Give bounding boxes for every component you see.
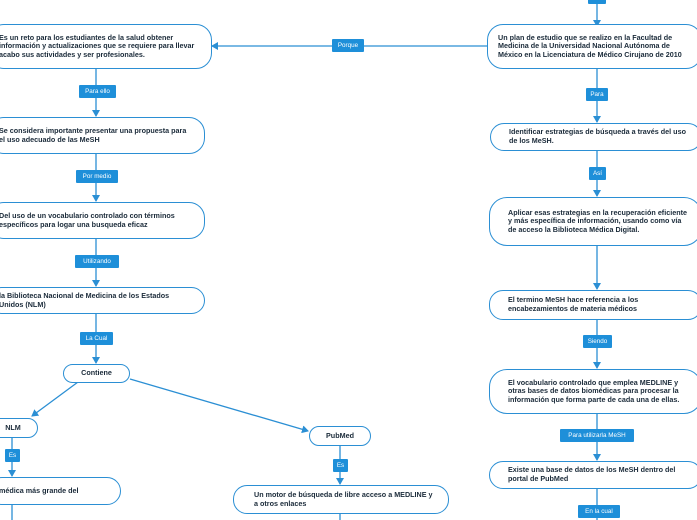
node-motor[interactable]: Un motor de búsqueda de libre acceso a M… [233, 485, 449, 514]
label-en-la-cual[interactable]: En la cual [578, 505, 620, 518]
node-pubmed[interactable]: PubMed [309, 426, 371, 446]
node-vocabulario[interactable]: Del uso de un vocabulario controlado con… [0, 202, 205, 239]
label-utilizando[interactable]: Utilizando [75, 255, 119, 268]
node-aplicar[interactable]: Aplicar esas estrategias en la recuperac… [489, 197, 697, 246]
label-es-nlm[interactable]: Es [5, 449, 20, 462]
label-para-utilizarla[interactable]: Para utilizarla MeSH [560, 429, 634, 442]
node-propuesta[interactable]: Se considera importante presentar una pr… [0, 117, 205, 154]
node-plan-estudio[interactable]: Un plan de estudio que se realizo en la … [487, 24, 697, 69]
node-termino[interactable]: El termino MeSH hace referencia a los en… [489, 290, 697, 320]
label-asi[interactable]: Así [589, 167, 606, 180]
label-para-ello[interactable]: Para ello [79, 85, 116, 98]
label-por-medio[interactable]: Por medio [76, 170, 118, 183]
node-biblioteca[interactable]: la Biblioteca Nacional de Medicina de lo… [0, 287, 205, 314]
node-reto[interactable]: Es un reto para los estudiantes de la sa… [0, 24, 212, 69]
node-medica[interactable]: médica más grande del [0, 477, 121, 505]
node-identificar[interactable]: Identificar estrategias de búsqueda a tr… [490, 123, 697, 151]
node-contiene[interactable]: Contiene [63, 364, 130, 383]
top-stub-label [588, 0, 606, 4]
node-existe[interactable]: Existe una base de datos de los MeSH den… [489, 461, 697, 489]
label-siendo[interactable]: Siendo [583, 335, 612, 348]
label-para[interactable]: Para [586, 88, 608, 101]
label-la-cual[interactable]: La Cual [80, 332, 113, 345]
label-porque[interactable]: Porque [332, 39, 364, 52]
node-nlm[interactable]: NLM [0, 418, 38, 438]
node-vocab-medline[interactable]: El vocabulario controlado que emplea MED… [489, 369, 697, 414]
label-es-pubmed[interactable]: Es [333, 459, 348, 472]
